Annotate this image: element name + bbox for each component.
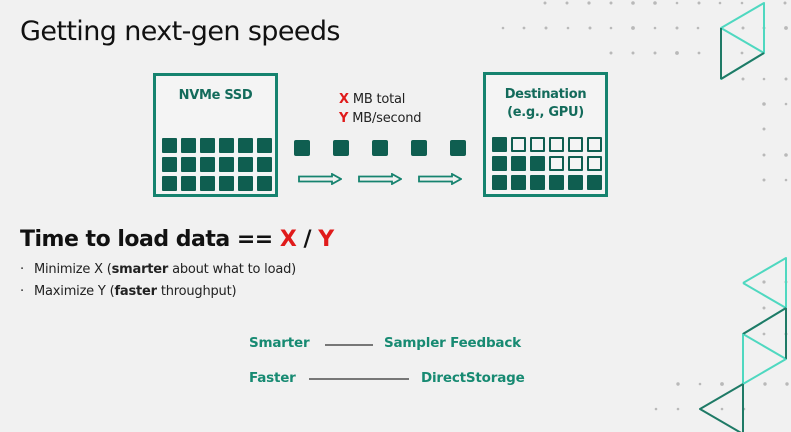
- destination-block-full: [511, 175, 526, 190]
- ssd-block-full: [162, 157, 177, 172]
- bullet-dot: ·: [20, 262, 24, 277]
- ssd-block-full: [200, 176, 215, 191]
- ssd-block-full: [219, 176, 234, 191]
- data-packet: [333, 140, 349, 156]
- mapping-connector-1: [325, 344, 373, 346]
- destination-block-empty: [587, 156, 602, 171]
- bullet-post: throughput): [156, 284, 237, 299]
- destination-block-empty: [568, 156, 583, 171]
- ssd-block-full: [162, 176, 177, 191]
- ssd-block-full: [181, 176, 196, 191]
- ssd-block-full: [257, 138, 272, 153]
- destination-block-empty: [511, 137, 526, 152]
- formula-x: X: [279, 227, 297, 252]
- data-packet: [372, 140, 388, 156]
- destination-block-full: [530, 175, 545, 190]
- bullet-dot: ·: [20, 284, 24, 299]
- destination-block-full: [511, 156, 526, 171]
- ssd-block-full: [219, 157, 234, 172]
- mapping-sampler-feedback: Sampler Feedback: [384, 335, 521, 351]
- legend-x-var: X: [339, 92, 349, 107]
- mapping-connector-2: [309, 378, 409, 380]
- destination-label-line1: Destination: [504, 87, 587, 102]
- destination-block-full: [530, 156, 545, 171]
- data-packet: [411, 140, 427, 156]
- decorative-triangles: [699, 2, 787, 432]
- legend-y-text: MB/second: [352, 111, 422, 126]
- data-packet: [294, 140, 310, 156]
- nvme-ssd-label: NVMe SSD: [178, 88, 253, 103]
- right-arrow-icon: [298, 173, 342, 185]
- ssd-block-full: [238, 138, 253, 153]
- destination-block-empty: [549, 156, 564, 171]
- ssd-block-full: [257, 157, 272, 172]
- mapping-smarter: Smarter: [249, 335, 310, 351]
- destination-block-full: [568, 175, 583, 190]
- destination-block-full: [492, 175, 507, 190]
- bullet-maximize-y: · Maximize Y (faster throughput): [20, 284, 237, 299]
- decorative-dot-grid: [501, 1, 789, 411]
- ssd-block-full: [181, 157, 196, 172]
- slide-title: Getting next-gen speeds: [20, 16, 340, 47]
- ssd-block-full: [238, 157, 253, 172]
- legend-y-var: Y: [339, 111, 349, 126]
- ssd-block-full: [200, 138, 215, 153]
- bullet-minimize-x: · Minimize X (smarter about what to load): [20, 262, 296, 277]
- destination-block-empty: [587, 137, 602, 152]
- nvme-ssd-block-grid: [162, 138, 272, 191]
- ssd-block-full: [238, 176, 253, 191]
- formula-prefix: Time to load data ==: [20, 227, 280, 252]
- ssd-block-full: [181, 138, 196, 153]
- destination-block-grid: [492, 137, 602, 190]
- bullet-pre: Minimize X (: [34, 262, 112, 277]
- mapping-faster: Faster: [249, 370, 296, 386]
- destination-block-full: [587, 175, 602, 190]
- right-arrow-icon: [418, 173, 462, 185]
- ssd-block-full: [219, 138, 234, 153]
- destination-block-empty: [530, 137, 545, 152]
- destination-label-line2: (e.g., GPU): [507, 105, 584, 120]
- bullet-pre: Maximize Y (: [34, 284, 115, 299]
- destination-block-full: [549, 175, 564, 190]
- ssd-block-full: [162, 138, 177, 153]
- bullet-post: about what to load): [168, 262, 297, 277]
- ssd-block-full: [200, 157, 215, 172]
- formula-heading: Time to load data == X / Y: [20, 227, 334, 252]
- legend-x-text: MB total: [352, 92, 406, 107]
- ssd-block-full: [257, 176, 272, 191]
- bullet-bold: faster: [114, 284, 157, 299]
- destination-block-full: [492, 156, 507, 171]
- formula-sep: /: [296, 227, 319, 252]
- formula-y: Y: [318, 227, 334, 252]
- destination-block-empty: [549, 137, 564, 152]
- destination-block-full: [492, 137, 507, 152]
- nvme-ssd-box: NVMe SSD: [153, 73, 278, 197]
- mapping-directstorage: DirectStorage: [421, 370, 525, 386]
- destination-box: Destination (e.g., GPU): [483, 72, 608, 197]
- bullet-bold: smarter: [111, 262, 169, 277]
- right-arrow-icon: [358, 173, 402, 185]
- destination-block-empty: [568, 137, 583, 152]
- data-packet: [450, 140, 466, 156]
